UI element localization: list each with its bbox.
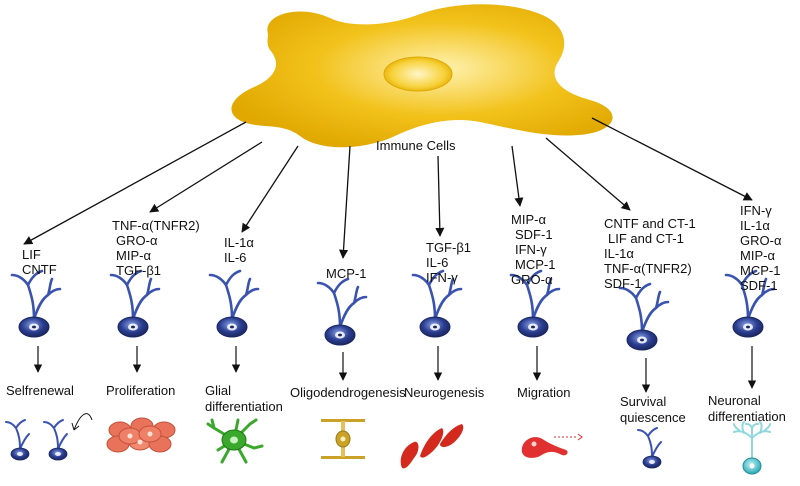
immune-cells-label: Immune Cells [376,138,456,153]
factor-label: SDF-1 [740,278,778,293]
quiescent-stem-cell-icon [637,427,662,469]
outcome-glial-differentiation: Glial differentiation [205,383,283,414]
outcome-arrows [33,346,757,393]
factor-label: TGF-β1 [426,240,472,255]
selfrenewal-icon [5,413,93,461]
outcome-survival-quiescence: Survival quiescence [620,394,686,425]
neuron-icon [733,421,771,475]
stem-cell-icon [316,277,368,347]
outcome-proliferation: Proliferation [106,383,176,398]
factor-label: IL-6 [224,250,247,265]
signal-arrows [23,117,753,259]
factor-label: TGF-β1 [116,263,162,278]
factor-label: TNF-α(TNFR2) [112,218,200,233]
proliferation-icon [106,417,176,453]
stem-cell-icon [618,282,670,352]
factor-label: TNF-α(TNFR2) [604,261,692,276]
arrow-to-proliferation-factors [149,141,263,213]
oligodendrogenesis-factors: MCP-1 [326,266,366,281]
oligodendrocyte-icon [321,419,365,459]
factor-label: GRO-α [116,233,158,248]
factor-label: LIF [22,247,41,262]
factor-label: IFN-γ [740,203,772,218]
immune-cell-icon [231,4,613,148]
factor-label: MIP-α [511,212,546,227]
factor-label: SDF-1 [515,227,553,242]
factor-label: GRO-α [511,272,553,287]
outcome-neuronal-differentiation: Neuronal differentiation [708,393,786,424]
factor-label: MCP-1 [740,263,781,278]
arrow-to-survival-factors [545,137,631,211]
stem-cell-icon [109,269,161,339]
factor-label: MIP-α [116,248,151,263]
factor-label: MCP-1 [326,266,367,281]
factor-label: IL-1α [740,218,770,233]
arrow-to-glial-factors [241,145,299,233]
arrow-to-selfrenewal-factors [23,121,247,245]
arrow-to-oligo-factors [338,145,351,259]
proliferation-factors: TNF-α(TNFR2) GRO-α MIP-α TGF-β1 [112,218,200,278]
neuronal-factors: IFN-γ IL-1α GRO-α MIP-α MCP-1 SDF-1 [740,203,781,293]
arrow-to-neurogenesis-factors [435,155,445,237]
astrocyte-icon [206,418,264,464]
factor-label: MIP-α [740,248,775,263]
factor-label: SDF-1 [604,276,642,291]
migration-factors: MIP-α SDF-1 IFN-γ MCP-1 GRO-α [511,212,555,287]
factor-label: CNTF and CT-1 [604,216,696,231]
survival-factors: CNTF and CT-1 LIF and CT-1 IL-1α TNF-α(T… [604,216,696,291]
factor-label: IFN-γ [515,242,547,257]
factor-label: CNTF [22,262,57,277]
stem-cell-icon [10,269,62,339]
stem-cell-icon [208,269,260,339]
arrow-to-migration-factors [511,145,524,207]
outcome-neurogenesis: Neurogenesis [404,385,485,400]
factor-label: MCP-1 [515,257,556,272]
factor-label: LIF and CT-1 [608,231,684,246]
selfrenewal-factors: LIF CNTF [22,247,57,277]
factor-label: IL-1α [604,246,634,261]
outcome-migration: Migration [517,385,571,400]
factor-label: IL-6 [426,255,449,270]
factor-label: IL-1α [224,235,254,250]
newborn-neurons-icon [400,424,464,469]
factor-label: IFN-γ [426,270,458,285]
neurogenesis-factors: TGF-β1 IL-6 IFN-γ [426,240,471,285]
factor-label: GRO-α [740,233,782,248]
arrow-to-neuronal-factors [591,117,753,201]
outcome-oligodendrogenesis: Oligodendrogenesis [290,385,406,400]
outcome-selfrenewal: Selfrenewal [6,383,74,398]
glial-factors: IL-1α IL-6 [224,235,254,265]
migrating-cell-icon [521,433,583,458]
